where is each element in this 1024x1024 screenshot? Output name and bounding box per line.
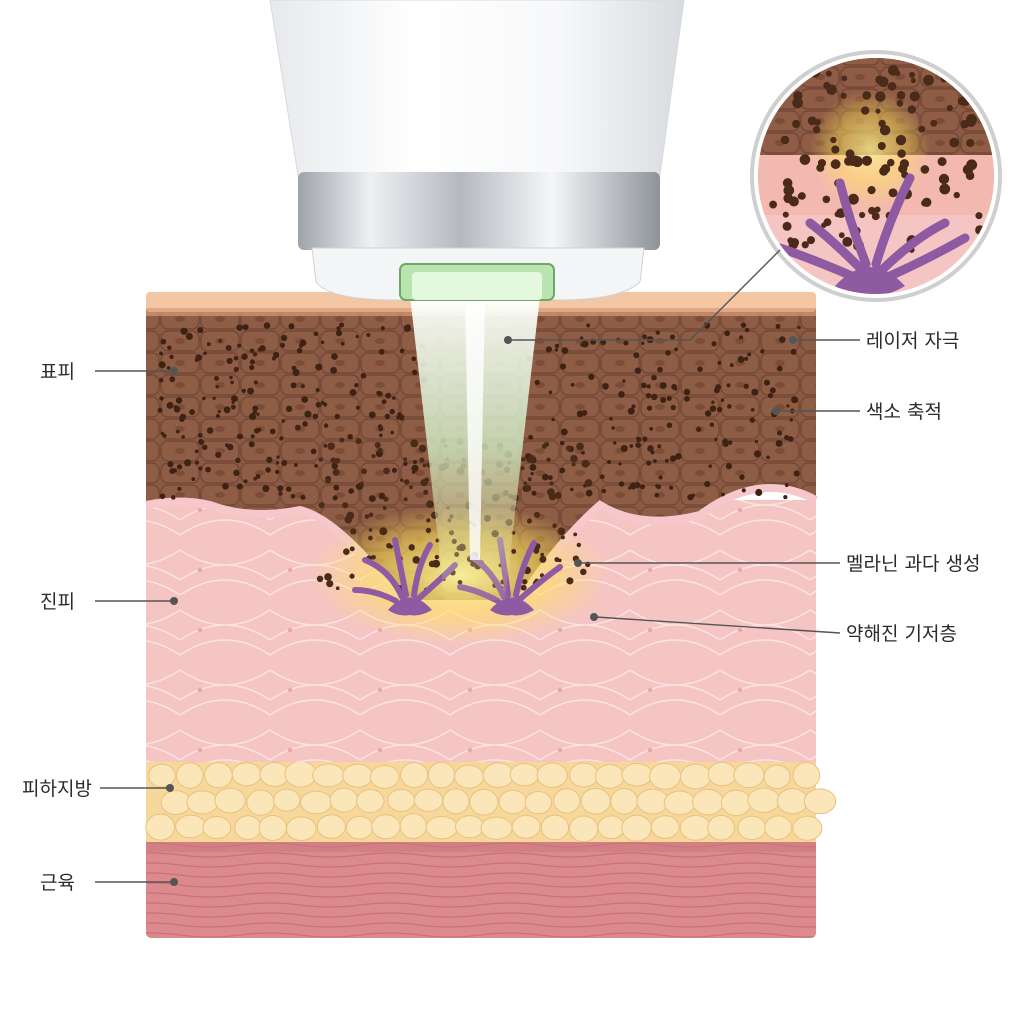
label-epidermis: 표피: [40, 361, 75, 383]
laser-device-icon: [269, 0, 685, 301]
fat-cells: [145, 760, 837, 843]
inset-melanocyte-icon: [775, 173, 970, 294]
leader-lines: [95, 249, 860, 886]
label-laser-stimulus: 레이저 자극: [866, 330, 959, 352]
label-dermis: 진피: [40, 591, 75, 613]
label-muscle: 근육: [40, 872, 75, 894]
melanocyte-icon: [352, 537, 458, 616]
label-weakened-basal-layer: 약해진 기저층: [846, 623, 957, 645]
magnifier-inset-icon: [750, 50, 1002, 302]
labels: 표피 진피 피하지방 근육 레이저 자극 색소 축적 멜라닌 과다 생성 약해진…: [22, 330, 980, 894]
skin-cross-section: [145, 292, 837, 938]
label-melanin-overproduction: 멜라닌 과다 생성: [846, 553, 980, 575]
label-pigment-accumulation: 색소 축적: [866, 401, 942, 423]
melanin-granules: [157, 322, 801, 593]
label-subcutaneous: 피하지방: [22, 778, 92, 800]
